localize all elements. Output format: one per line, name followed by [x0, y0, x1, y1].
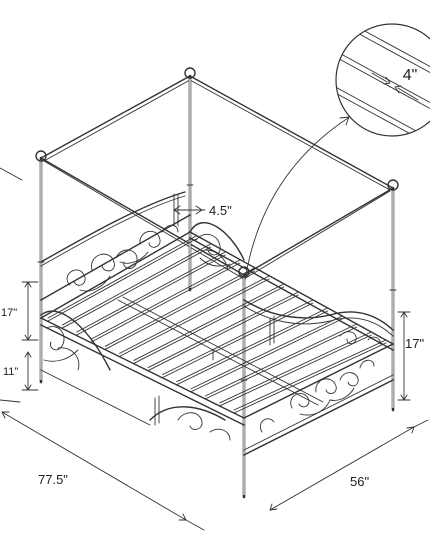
finial-back-right	[184, 67, 196, 79]
slat-gap-label: 4"	[403, 67, 418, 84]
canopy-frame	[35, 67, 399, 499]
slat	[176, 307, 328, 383]
slat	[133, 286, 285, 364]
slat	[104, 267, 255, 347]
slat	[47, 235, 197, 319]
bed-deck	[40, 231, 394, 426]
detail-leader-arrow	[339, 116, 350, 126]
slat	[90, 259, 241, 340]
slat	[76, 251, 226, 333]
side-rail-panel	[40, 310, 151, 426]
detail-leader-line	[244, 117, 349, 281]
finial-back-left	[35, 150, 47, 162]
slat	[61, 246, 212, 329]
rail-clearance-label: 11"	[3, 366, 18, 378]
slat	[61, 243, 212, 326]
left-edge-tick	[0, 167, 23, 181]
footboard-height-label: 17"	[405, 336, 424, 351]
rail-clearance-dimension: 11"	[3, 351, 39, 391]
footboard-scrollwork	[260, 331, 381, 433]
slat	[133, 283, 285, 361]
slat	[104, 270, 255, 350]
width-label: 56"	[350, 474, 369, 489]
slat	[90, 262, 241, 343]
footboard-height-dimension: 17"	[397, 311, 424, 401]
post-gap-label: 4.5"	[209, 203, 232, 218]
headboard	[40, 191, 191, 319]
slat	[219, 331, 372, 404]
finial-front-right	[387, 179, 399, 191]
slat	[219, 334, 372, 407]
headboard-height-dimension: 17"	[1, 281, 39, 341]
headboard-scrollwork	[66, 224, 179, 292]
slat	[162, 299, 314, 376]
slat	[176, 310, 328, 386]
slat	[162, 302, 314, 379]
length-label: 77.5"	[38, 472, 68, 487]
slat	[204, 326, 358, 400]
post-gap-dimension: 4.5"	[173, 193, 232, 227]
slat	[76, 254, 226, 336]
length-dimension: 77.5"	[1, 411, 205, 531]
slat	[233, 342, 387, 414]
slat-detail-magnifier: 4"	[244, 23, 430, 281]
slat	[119, 275, 270, 354]
slats	[47, 235, 387, 414]
slat	[147, 294, 299, 371]
slat	[190, 318, 343, 393]
slat	[147, 291, 299, 368]
slat	[204, 323, 358, 397]
magnifier-circle	[335, 23, 430, 137]
slat	[190, 315, 343, 390]
headboard-height-label: 17"	[1, 307, 17, 319]
slat	[47, 238, 197, 322]
footboard	[149, 299, 394, 456]
magnified-slats	[336, 24, 430, 136]
width-dimension: 56"	[269, 419, 429, 511]
slat	[119, 278, 270, 357]
slat	[233, 339, 387, 411]
left-edge-tick-lower	[0, 399, 21, 403]
